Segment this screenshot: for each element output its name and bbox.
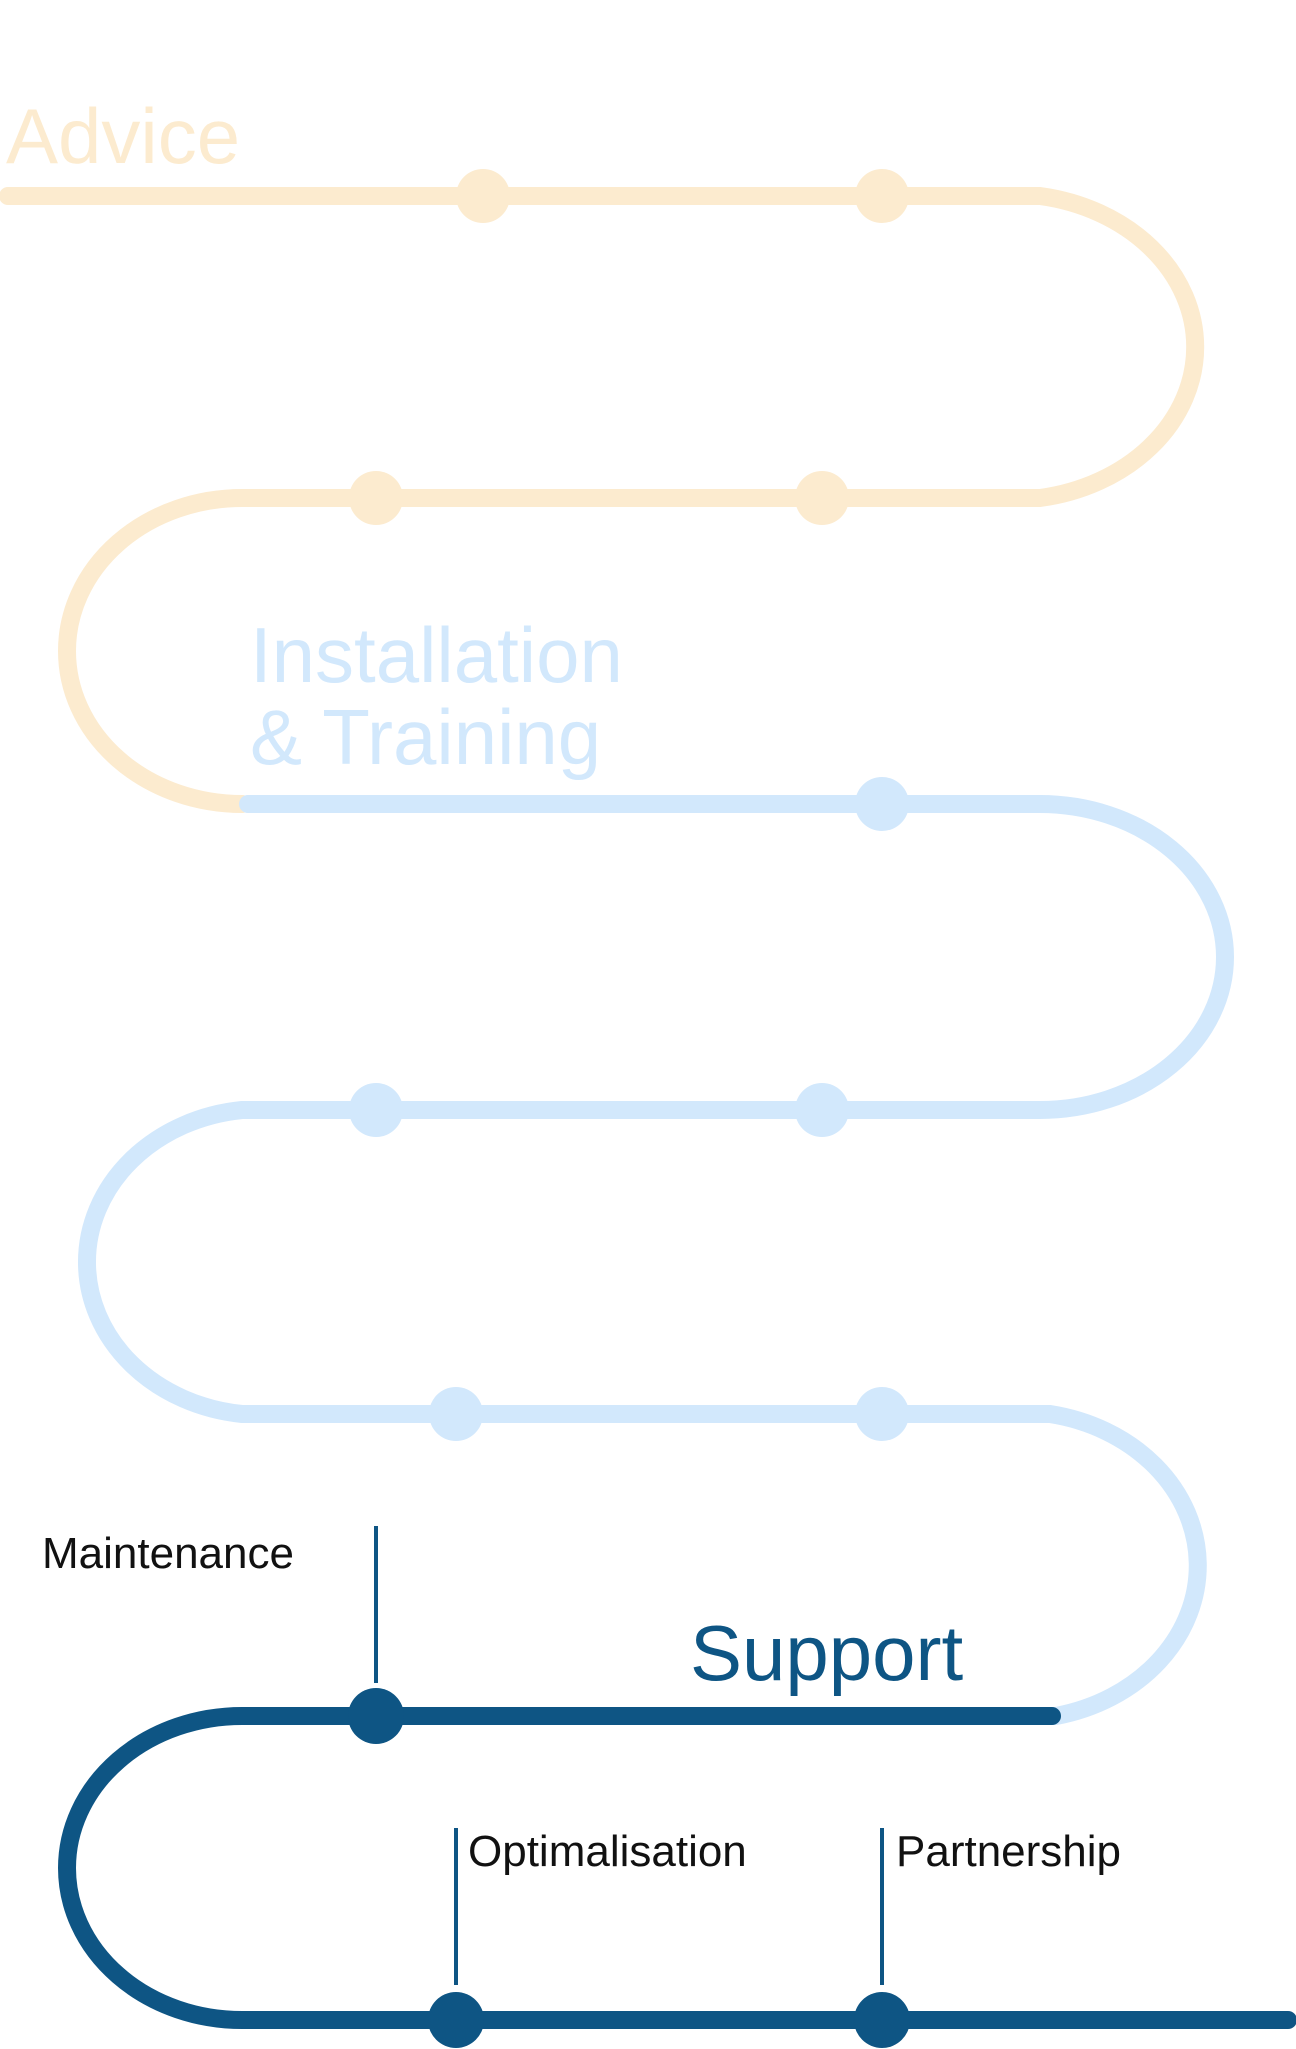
installation-milestone-dot xyxy=(429,1387,483,1441)
advice-path xyxy=(0,187,1205,813)
installation-stage: Installation & Training xyxy=(78,611,1234,1725)
installation-title-line1: Installation xyxy=(250,611,623,699)
advice-stage: Advice xyxy=(0,92,1205,813)
installation-milestone-dot xyxy=(855,777,909,831)
advice-milestone-dot xyxy=(349,471,403,525)
advice-milestone-dot xyxy=(855,169,909,223)
support-stage: Support Maintenance Optimalisation Partn… xyxy=(42,1526,1296,2048)
installation-milestone-dot xyxy=(855,1387,909,1441)
support-milestone-dot xyxy=(428,1992,484,2048)
advice-title: Advice xyxy=(6,92,240,180)
step-label-maintenance: Maintenance xyxy=(42,1529,294,1578)
support-title: Support xyxy=(690,1609,964,1697)
support-milestone-dot xyxy=(854,1992,910,2048)
step-label-partnership: Partnership xyxy=(896,1827,1121,1876)
installation-title-line2: & Training xyxy=(250,693,601,781)
support-milestone-dot xyxy=(348,1688,404,1744)
installation-milestone-dot xyxy=(795,1083,849,1137)
installation-milestone-dot xyxy=(349,1083,403,1137)
step-label-optimalisation: Optimalisation xyxy=(468,1827,747,1876)
installation-path xyxy=(78,795,1234,1725)
advice-milestone-dot xyxy=(795,471,849,525)
support-path xyxy=(58,1707,1296,2029)
advice-milestone-dot xyxy=(456,169,510,223)
